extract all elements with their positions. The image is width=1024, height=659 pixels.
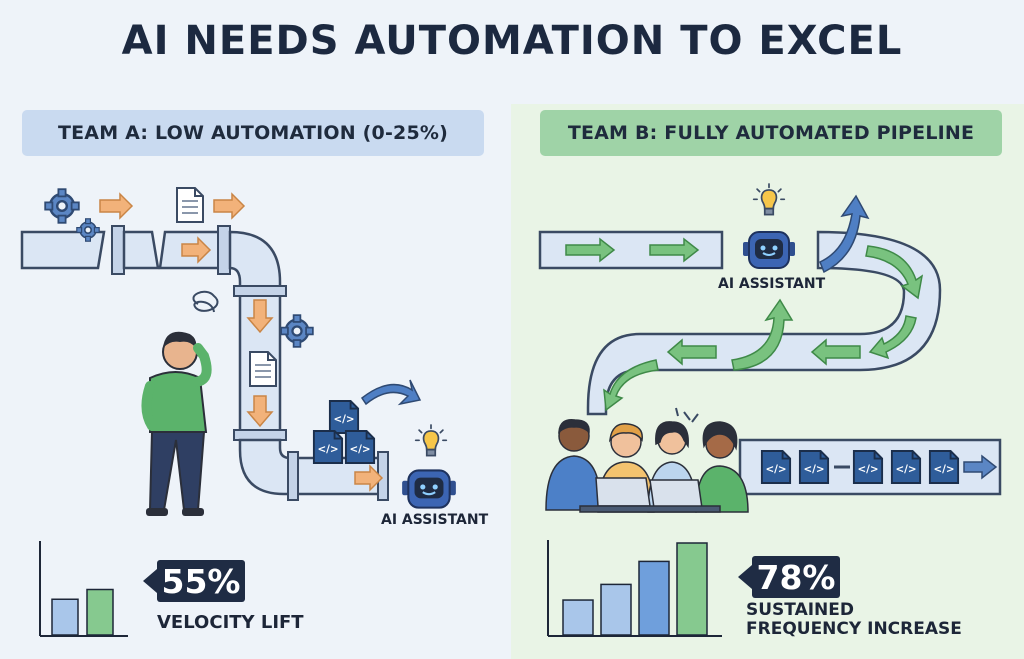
- team-b-bar-2: [600, 583, 632, 636]
- lightbulb-icon: [414, 424, 448, 457]
- team-b-stat-label-line1: SUSTAINED: [746, 600, 855, 620]
- team-a-flow-arrows: [99, 192, 384, 492]
- gear-icon: [44, 188, 80, 224]
- team-b-bar-3: [638, 560, 670, 636]
- robot-icon: [401, 469, 457, 509]
- team-a-bar-chart: [39, 541, 128, 637]
- robot-icon: [741, 230, 797, 270]
- code-block-icon: [852, 450, 884, 484]
- team-a-bar-2: [86, 588, 114, 636]
- page-title: AI NEEDS AUTOMATION TO EXCEL: [121, 18, 903, 64]
- curved-arrow-icon: [360, 379, 422, 406]
- code-block-icon: [798, 450, 830, 484]
- team-a-stat-value: 55%: [143, 560, 245, 602]
- code-block-icon: [890, 450, 922, 484]
- gear-icon: [280, 314, 314, 348]
- document-icon: [249, 351, 277, 387]
- code-block-icon: [312, 400, 376, 464]
- team-a-bar-1: [51, 598, 79, 636]
- up-arrow-icon: [819, 194, 870, 274]
- team-b-header: TEAM B: FULLY AUTOMATED PIPELINE: [540, 110, 1002, 156]
- team-a-header: TEAM A: LOW AUTOMATION (0-25%): [22, 110, 484, 156]
- team-a-ai-assistant-label: AI ASSISTANT: [381, 512, 489, 528]
- document-icon: [176, 187, 204, 223]
- team-b-stat-value: 78%: [738, 556, 840, 598]
- team-b-bar-1: [562, 599, 594, 636]
- team-b-flow-arrows: [565, 237, 924, 412]
- team-b-bar-4: [676, 542, 708, 636]
- code-block-icon: [928, 450, 960, 484]
- team-b-ai-assistant-label: AI ASSISTANT: [718, 276, 826, 292]
- team-a-pipeline: [20, 225, 389, 501]
- team-a-stat-label: VELOCITY LIFT: [157, 612, 304, 633]
- team-of-developers-icon: [545, 407, 749, 513]
- frustrated-person-icon: [141, 290, 219, 516]
- code-block-icon: [760, 450, 792, 484]
- team-b-stat-label-line2: FREQUENCY INCREASE: [746, 619, 962, 639]
- lightbulb-icon: [752, 183, 786, 216]
- team-b-stat-label: SUSTAINED FREQUENCY INCREASE: [746, 601, 962, 639]
- team-b-bar-chart: [547, 540, 722, 637]
- code-block-row: [760, 450, 998, 484]
- arrow-right-icon: [963, 454, 998, 480]
